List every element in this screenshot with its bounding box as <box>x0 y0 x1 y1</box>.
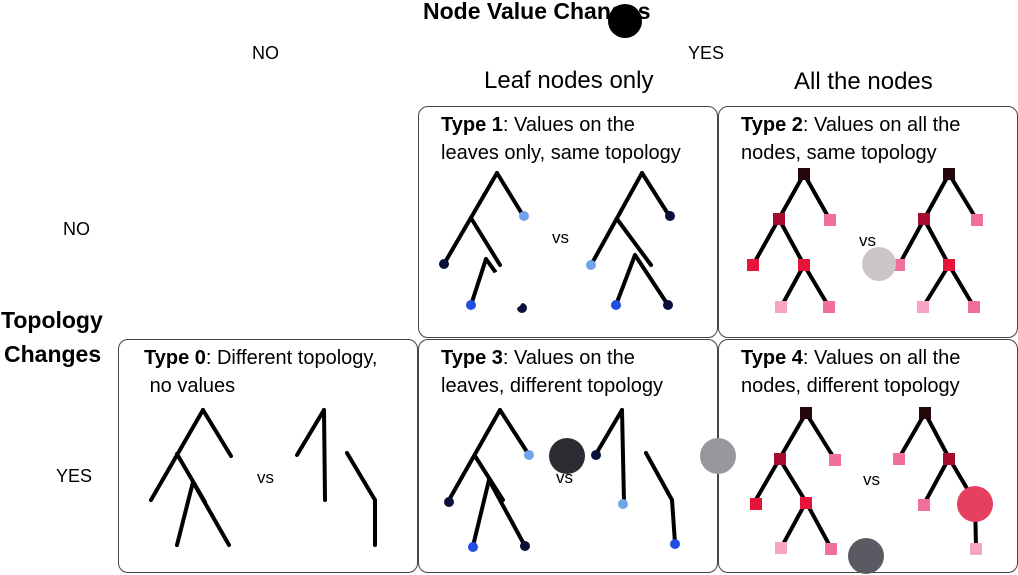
type3-desc-line2: leaves, different topology <box>441 375 664 397</box>
type3-leaf-blue-2 <box>670 539 680 549</box>
type0-desc-line2: no values <box>149 375 236 397</box>
type2-vs: vs <box>859 231 876 250</box>
type2-leaf-light-pink <box>775 301 787 313</box>
type1-leaf-navy <box>439 259 449 269</box>
type1-leaf-light-blue <box>519 211 529 221</box>
type2-node-crimson <box>773 213 785 225</box>
type2-node-red-2 <box>943 259 955 271</box>
type1-leaf-blue <box>466 300 476 310</box>
type2-leaf-pink-3 <box>971 214 983 226</box>
type4-name: Type 4 <box>741 347 803 369</box>
type1-desc-line1: : Values on the <box>502 114 635 136</box>
column-leaf-nodes-only: Leaf nodes only <box>484 67 654 94</box>
type3-leaf-navy-2 <box>520 541 530 551</box>
type1-leaf-navy-3 <box>665 211 675 221</box>
type2-leaf-red <box>747 259 759 271</box>
type1-leaf-light-blue-2 <box>586 260 596 270</box>
type2-title: Type 2: Values on all the nodes, same top… <box>741 111 960 167</box>
type1-title: Type 1: Values on the leaves only, same t… <box>441 111 681 167</box>
type3-leaf-navy <box>444 497 454 507</box>
type4-title: Type 4: Values on all the nodes, differen… <box>741 344 960 400</box>
overlay-slate-dot <box>848 538 884 574</box>
type2-leaf-light-pink-2 <box>917 301 929 313</box>
type2-trees <box>747 168 983 313</box>
type1-vs: vs <box>552 228 569 247</box>
type2-leaf-pink-4 <box>893 259 905 271</box>
type2-root <box>798 168 810 180</box>
type2-box: Type 2: Values on all the nodes, same top… <box>718 106 1018 338</box>
type0-vs: vs <box>257 468 274 487</box>
type3-leaf-blue <box>468 542 478 552</box>
column-all-the-nodes: All the nodes <box>794 68 933 95</box>
type4-node-red <box>800 497 812 509</box>
type3-title: Type 3: Values on the leaves, different t… <box>441 344 663 400</box>
type3-leaf-light-blue-2 <box>618 499 628 509</box>
type4-leaf-pink-3 <box>893 453 905 465</box>
header-yes-label: YES <box>688 43 725 63</box>
type2-leaf-pink-5 <box>968 301 980 313</box>
type4-leaf-pink-4 <box>918 499 930 511</box>
type4-leaf-pink-2 <box>825 543 837 555</box>
type4-node-crimson-2 <box>943 453 955 465</box>
type3-desc-line1: : Values on the <box>502 347 635 369</box>
type4-leaf-pink <box>829 454 841 466</box>
type2-node-red <box>798 259 810 271</box>
type4-desc-line1: : Values on all the <box>802 347 961 369</box>
type0-box: Type 0: Different topology, no values vs <box>118 339 418 573</box>
topology-label: Topology <box>1 307 103 333</box>
type2-name: Type 2 <box>741 114 803 136</box>
side-yes-label: YES <box>56 466 93 486</box>
type4-desc-line2: nodes, different topology <box>741 375 960 397</box>
type3-leaf-navy-3 <box>591 450 601 460</box>
type3-name: Type 3 <box>441 347 503 369</box>
side-no-label: NO <box>63 219 90 239</box>
overlay-white-dot <box>484 270 526 312</box>
type1-trees <box>439 171 675 313</box>
header-no-label: NO <box>252 43 279 63</box>
overlay-red-dot <box>957 486 993 522</box>
type3-leaf-light-blue <box>524 450 534 460</box>
type4-leaf-light-pink-2 <box>970 543 982 555</box>
type4-vs: vs <box>863 470 880 489</box>
type1-leaf-blue-2 <box>611 300 621 310</box>
type4-leaf-red <box>750 498 762 510</box>
type2-desc-line2: nodes, same topology <box>741 142 937 164</box>
type4-root-2 <box>919 407 931 419</box>
type4-node-crimson <box>774 453 786 465</box>
type2-node-crimson-2 <box>918 213 930 225</box>
overlay-dark-gray-dot <box>549 438 585 474</box>
type0-trees <box>149 408 377 547</box>
type0-title: Type 0: Different topology, no values <box>144 344 377 400</box>
type0-name: Type 0 <box>144 347 206 369</box>
type1-leaf-navy-4 <box>663 300 673 310</box>
overlay-light-gray-dot <box>862 247 896 281</box>
type2-desc-line1: : Values on all the <box>802 114 961 136</box>
overlay-gray-dot <box>700 438 736 474</box>
type2-leaf-pink <box>824 214 836 226</box>
type2-root-2 <box>943 168 955 180</box>
type2-leaf-pink-2 <box>823 301 835 313</box>
changes-label: Changes <box>4 341 102 367</box>
type1-box: Type 1: Values on the leaves only, same t… <box>418 106 718 338</box>
type1-desc-line2: leaves only, same topology <box>441 142 681 164</box>
type4-box: Type 4: Values on all the nodes, differen… <box>718 339 1018 573</box>
type0-desc-line1: : Different topology, <box>205 347 378 369</box>
type1-name: Type 1 <box>441 114 503 136</box>
type4-leaf-light-pink <box>775 542 787 554</box>
type4-root <box>800 407 812 419</box>
overlay-black-dot <box>608 4 642 38</box>
type3-trees <box>444 408 680 552</box>
